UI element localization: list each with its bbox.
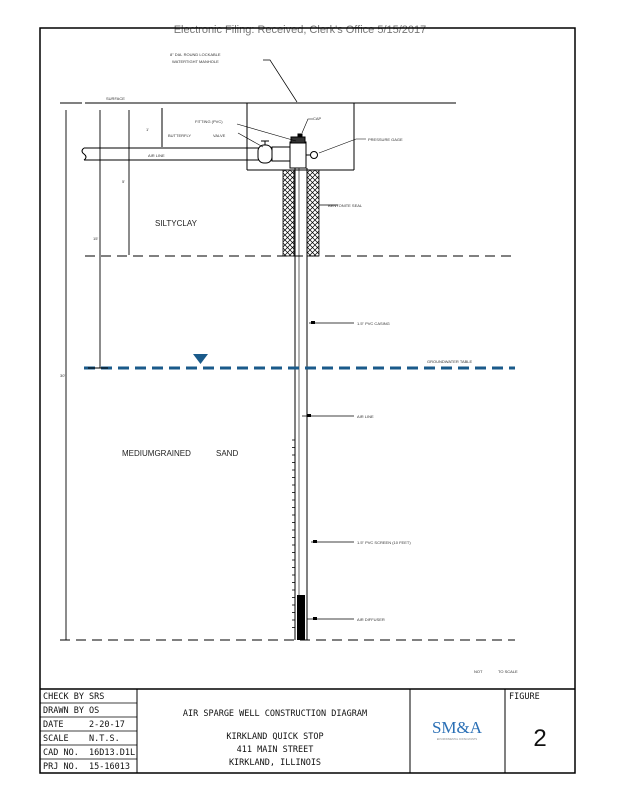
date-value: 2-20-17	[89, 720, 125, 730]
company-logo-subtitle: ENVIRONMENTAL CONSULTANTS	[437, 738, 478, 741]
air-line-top-label: AIR LINE	[148, 153, 165, 158]
manhole-label-2: WATERTIGHT MANHOLE	[172, 59, 219, 64]
dimension-lines	[65, 110, 130, 640]
surface-label: SURFACE	[106, 96, 125, 101]
bentonite-label: BENTONITE SEAL	[328, 203, 363, 208]
manhole-leader	[263, 59, 298, 103]
leaders-top	[236, 118, 366, 154]
title-block-rows: CHECK BY SRS DRAWN BY OS DATE 2-20-17 SC…	[43, 692, 135, 772]
air-line-pipe	[81, 133, 318, 169]
well-casing	[294, 168, 308, 640]
air-line-label: AIR LINE	[357, 414, 374, 419]
project-name: KIRKLAND QUICK STOP	[226, 732, 323, 742]
dim-15: 15'	[93, 236, 98, 241]
dim-1: 1'	[146, 127, 149, 132]
figure-label: FIGURE	[509, 692, 540, 702]
check-by-label: CHECK BY	[43, 692, 84, 702]
project-address: 411 MAIN STREET	[237, 745, 314, 755]
pressure-gage-label: PRESSURE GAGE	[368, 137, 403, 142]
date-label: DATE	[43, 720, 63, 730]
sheet-border	[39, 27, 576, 774]
not-to-scale-2: TO SCALE	[498, 669, 518, 674]
company-logo: SM&A	[432, 718, 483, 737]
project-city: KIRKLAND, ILLINOIS	[229, 758, 321, 768]
casing-label: 1.5" PVC CASING	[357, 321, 390, 326]
dim-30: 30'	[60, 373, 65, 378]
figure-number: 2	[533, 725, 546, 752]
cap-label: CAP	[313, 116, 322, 121]
cad-no-value: 16D13.D1L	[89, 748, 135, 758]
drawn-by-label: DRAWN BY	[43, 706, 84, 716]
manhole-label: 8" DIA. ROUND LOCKABLE	[170, 52, 221, 57]
screen-label: 1.5" PVC SCREEN (10 FEET)	[357, 540, 411, 545]
medium-grained-label: MEDIUMGRAINED	[122, 449, 191, 458]
groundwater-label: GROUNDWATER TABLE	[427, 359, 473, 364]
water-table-triangle-icon	[193, 354, 208, 364]
valve-label: VALVE	[213, 133, 226, 138]
title-block	[40, 688, 575, 773]
scale-label: SCALE	[43, 734, 69, 744]
silty-clay-label: SILTYCLAY	[155, 219, 198, 228]
scale-value: N.T.S.	[89, 734, 120, 744]
bentonite-seal-right	[306, 169, 320, 257]
butterfly-label: BUTTERFLY	[168, 133, 191, 138]
sand-label: SAND	[216, 449, 238, 458]
filing-stamp: Electronic Filing: Received, Clerk's Off…	[174, 24, 427, 36]
prj-no-label: PRJ NO.	[43, 762, 79, 772]
bentonite-seal-left	[282, 169, 295, 257]
fitting-label: FITTING (PVC)	[195, 119, 223, 124]
cad-no-label: CAD NO.	[43, 748, 79, 758]
not-to-scale-1: NOT	[474, 669, 483, 674]
drawing-title: AIR SPARGE WELL CONSTRUCTION DIAGRAM	[183, 709, 367, 719]
manhole-vault	[161, 103, 355, 171]
dim-5: 5'	[122, 179, 125, 184]
check-by-value: SRS	[89, 692, 104, 702]
prj-no-value: 15-16013	[89, 762, 130, 772]
air-diffuser	[297, 595, 305, 640]
well-screen	[292, 439, 295, 628]
drawn-by-value: OS	[89, 706, 99, 716]
diffuser-label: AIR DIFFUSER	[357, 617, 385, 622]
